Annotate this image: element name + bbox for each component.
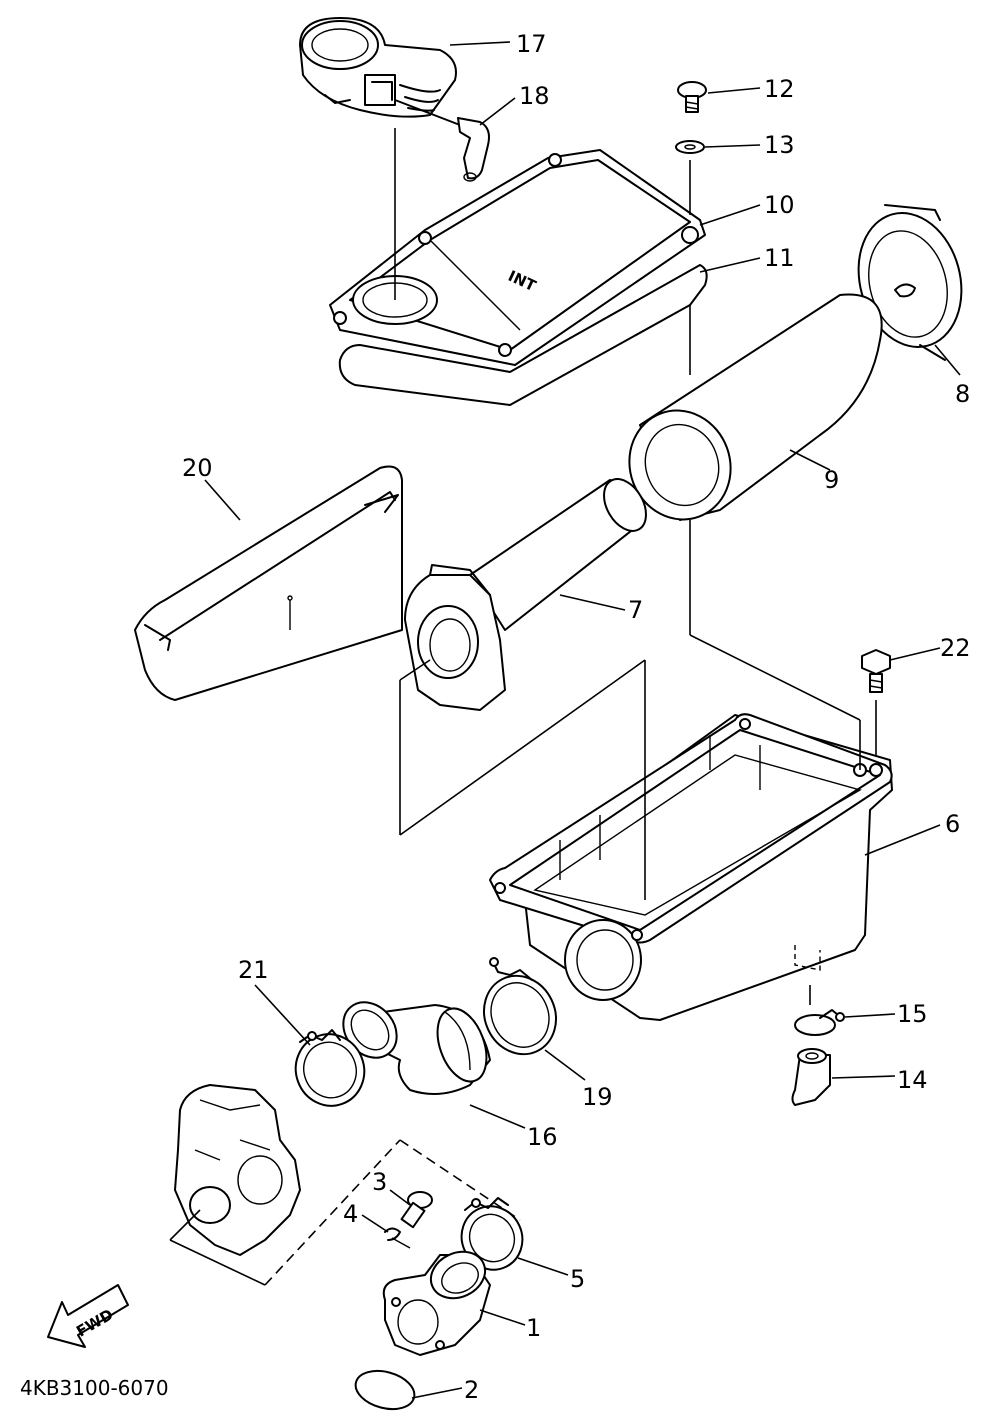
part-13-washer <box>675 140 705 154</box>
callout-16: 16 <box>527 1123 558 1151</box>
part-10-air-box-cover: INT <box>329 149 706 366</box>
part-2-o-ring <box>354 1369 416 1411</box>
callout-8: 8 <box>955 380 970 408</box>
part-18-breather-hose <box>394 99 490 182</box>
callout-15: 15 <box>897 1000 928 1028</box>
callout-20: 20 <box>182 454 213 482</box>
leader-22 <box>889 647 941 661</box>
callout-13: 13 <box>764 131 795 159</box>
leader-18 <box>479 97 516 126</box>
callout-14: 14 <box>897 1066 928 1094</box>
part-3-screw <box>400 1191 433 1229</box>
diagram-code: 4KB3100-6070 <box>20 1376 169 1400</box>
part-17-cover-cap <box>299 17 457 118</box>
part-6-air-box-case <box>489 713 893 1021</box>
leader-5 <box>517 1257 569 1276</box>
callout-7: 7 <box>628 596 643 624</box>
part-4-clip <box>384 1227 411 1249</box>
part-16-intake-joint <box>342 1001 491 1095</box>
leader-13 <box>704 144 761 148</box>
leader-21 <box>254 984 311 1046</box>
callout-5: 5 <box>570 1265 585 1293</box>
callout-12: 12 <box>764 75 795 103</box>
leader-2 <box>411 1387 463 1399</box>
part-19-clamp <box>483 957 557 1056</box>
callout-3: 3 <box>372 1168 387 1196</box>
callout-6: 6 <box>945 810 960 838</box>
carburetor-reference <box>174 1084 301 1256</box>
leader-10 <box>699 204 761 226</box>
callout-11: 11 <box>764 244 795 272</box>
leader-20 <box>204 479 241 521</box>
forward-arrow-icon: FWD <box>47 1284 129 1348</box>
part-12-screw <box>677 81 707 113</box>
carburetor-guide-lines <box>169 1139 521 1286</box>
callout-22: 22 <box>940 634 971 662</box>
leader-8 <box>934 344 961 376</box>
leader-19 <box>544 1049 586 1081</box>
part-11-cover-seal <box>338 264 708 406</box>
part-20-side-panel <box>134 465 403 701</box>
leader-12 <box>707 87 761 94</box>
leader-1 <box>479 1309 526 1326</box>
leader-3 <box>389 1189 411 1206</box>
part-8-end-cap <box>857 204 963 361</box>
callout-1: 1 <box>526 1314 541 1342</box>
leader-15 <box>844 1013 896 1018</box>
callout-21: 21 <box>238 956 269 984</box>
leader-4 <box>361 1214 389 1233</box>
part-21-clamp <box>294 1029 366 1107</box>
callout-10: 10 <box>764 191 795 219</box>
callout-17: 17 <box>516 30 547 58</box>
part-9-filter-element <box>628 293 883 521</box>
part-1-intake-manifold <box>382 1250 491 1356</box>
part-5-clamp <box>460 1197 524 1271</box>
callout-9: 9 <box>824 466 839 494</box>
callout-19: 19 <box>582 1083 613 1111</box>
part-14-drain-plug <box>791 1048 831 1106</box>
leader-11 <box>699 257 761 273</box>
leader-14 <box>831 1075 896 1079</box>
callout-18: 18 <box>519 82 550 110</box>
leader-7 <box>559 594 626 611</box>
part-22-bolt <box>861 649 891 693</box>
callout-2: 2 <box>464 1376 479 1404</box>
leader-16 <box>469 1104 526 1129</box>
leader-17 <box>449 41 511 46</box>
callout-4: 4 <box>343 1200 358 1228</box>
part-7-filter-guide <box>404 478 647 711</box>
part-15-clip <box>794 1009 845 1036</box>
assembly-guide-lines <box>394 128 861 1005</box>
leader-6 <box>864 824 941 856</box>
leader-9 <box>789 449 831 471</box>
